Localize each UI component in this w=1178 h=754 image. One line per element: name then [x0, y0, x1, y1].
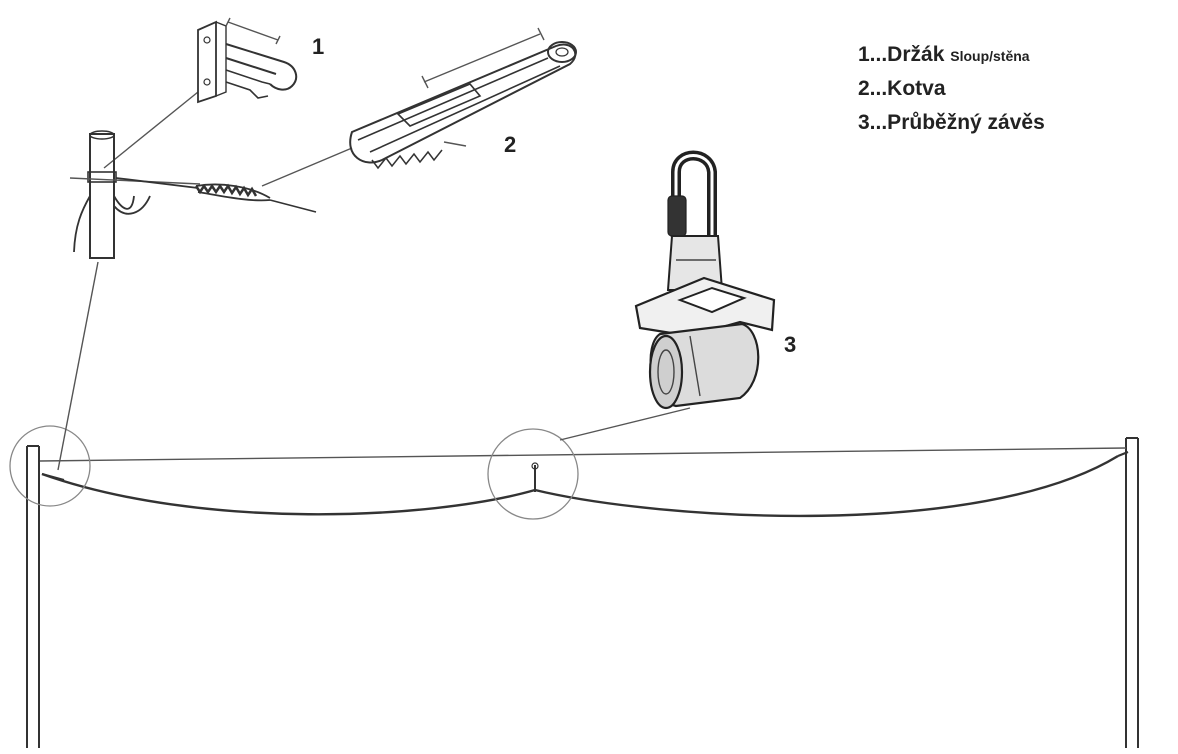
leader-line-bracket — [103, 91, 199, 169]
detail-circle-middle — [487, 428, 579, 520]
legend-item-bracket: 1...Držák Sloup/stěna — [858, 38, 1045, 72]
hanger-illustration — [634, 150, 776, 410]
pole-mount-detail — [69, 130, 317, 259]
legend-item-hanger: 3...Průběžný závěs — [858, 111, 1045, 134]
leader-line-middle — [559, 407, 691, 441]
right-pole — [1125, 437, 1139, 748]
detail-circle-left — [9, 425, 91, 507]
hanger-number: 3 — [784, 332, 796, 357]
legend: 1...Držák Sloup/stěna 2...Kotva 3...Průb… — [858, 38, 1045, 140]
legend-item-anchor: 2...Kotva — [858, 77, 946, 100]
legend-item-bracket-label: 1...Držák — [858, 43, 945, 66]
left-pole — [26, 445, 40, 748]
bracket-illustration — [197, 17, 298, 104]
rope — [39, 447, 1129, 518]
bracket-number: 1 — [312, 34, 324, 59]
legend-item-bracket-sublabel: Sloup/stěna — [950, 48, 1030, 64]
middle-hanger-mark — [531, 462, 539, 492]
leader-line-anchor — [261, 147, 353, 187]
anchor-illustration — [349, 27, 577, 170]
anchor-number: 2 — [504, 132, 516, 157]
leader-line-left — [57, 261, 99, 471]
